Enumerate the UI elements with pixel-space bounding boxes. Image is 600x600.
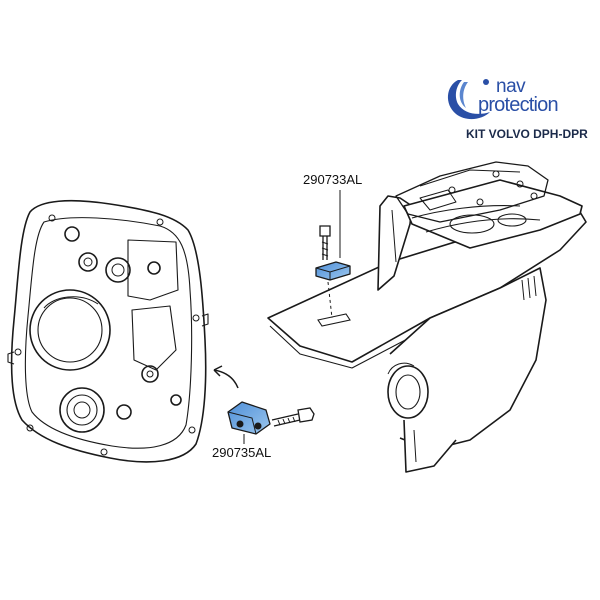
bolt-290733AL [319,225,331,260]
curved-arrow [213,365,239,389]
anode-part-290735AL [227,401,271,435]
lower-drive-unit [267,161,587,473]
kit-title: KIT VOLVO DPH-DPR [466,127,588,141]
nav-protection-logo: nav protection [444,74,600,124]
anode-part-290733AL [315,261,351,281]
bolt-290735AL [271,407,315,427]
gear-housing-cover [7,199,209,463]
part-label-290735AL: 290735AL [212,445,272,460]
mounting-axis-line [327,281,333,319]
logo-text-protection: protection [478,94,559,116]
mounting-slot [317,313,351,327]
part-label-290733AL: 290733AL [303,172,363,187]
swoosh-logo-icon [447,79,490,120]
logo-text-nav: nav [496,76,526,97]
